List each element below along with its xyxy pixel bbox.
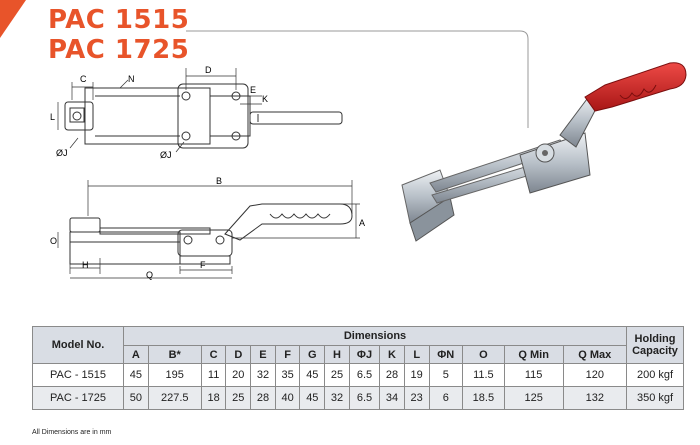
label-A: A — [359, 218, 365, 228]
mount-plate-top — [177, 83, 249, 149]
label-B: B — [216, 176, 222, 186]
value-cell: 35 — [274, 363, 301, 387]
column-header: ΦN — [428, 345, 464, 364]
column-header: ΦJ — [348, 345, 381, 364]
value-cell: 32 — [324, 386, 350, 410]
top-view-drawing: C N D E K L ØJ ØJ — [50, 65, 343, 160]
column-header: K — [379, 345, 405, 364]
value-cell: 32 — [250, 363, 276, 387]
value-cell: 45 — [299, 363, 326, 387]
column-header: Q Min — [503, 345, 564, 364]
handle-side — [224, 203, 353, 241]
column-header: G — [299, 345, 326, 364]
value-cell: 28 — [250, 386, 276, 410]
value-cell: 132 — [562, 386, 628, 410]
column-header: H — [324, 345, 350, 364]
value-cell: 25 — [324, 363, 350, 387]
value-cell: 6 — [428, 386, 464, 410]
value-cell: 25 — [225, 386, 252, 410]
label-L: L — [50, 112, 55, 122]
value-cell: 45 — [299, 386, 326, 410]
value-cell: 50 — [123, 386, 149, 410]
column-header: F — [274, 345, 301, 364]
dimensions-header: Dimensions — [123, 326, 627, 346]
model-cell: PAC - 1515 — [32, 363, 124, 387]
label-OJ-top: ØJ — [56, 148, 68, 158]
callout-line — [186, 30, 529, 128]
product-title-2: PAC 1725 — [48, 35, 190, 65]
value-cell: 45 — [123, 363, 149, 387]
value-cell: 115 — [503, 363, 564, 387]
column-header: O — [462, 345, 505, 364]
capacity-cell: 200 kgf — [626, 363, 684, 387]
label-H: H — [82, 260, 89, 270]
base-plate-top — [64, 101, 94, 131]
value-cell: 6.5 — [348, 386, 381, 410]
value-cell: 195 — [147, 363, 202, 387]
value-cell: 11.5 — [462, 363, 505, 387]
label-O: O — [50, 236, 57, 246]
latch-rod — [99, 227, 211, 235]
column-header: B* — [147, 345, 202, 364]
column-header: E — [250, 345, 276, 364]
column-header: C — [200, 345, 227, 364]
handle-top — [249, 111, 343, 125]
clamp-base — [179, 255, 231, 265]
capacity-cell: 350 kgf — [626, 386, 684, 410]
value-cell: 40 — [274, 386, 301, 410]
value-cell: 11 — [200, 363, 227, 387]
label-N: N — [128, 74, 135, 84]
value-cell: 18.5 — [462, 386, 505, 410]
product-title-1: PAC 1515 — [48, 5, 190, 35]
units-note: All Dimensions are in mm — [32, 429, 112, 436]
column-header: Q Max — [562, 345, 628, 364]
label-OJ-mid: ØJ — [160, 150, 172, 160]
label-C: C — [80, 74, 87, 84]
capacity-header: Holding Capacity — [626, 326, 684, 364]
column-header: A — [123, 345, 149, 364]
label-K: K — [262, 94, 268, 104]
model-cell: PAC - 1725 — [32, 386, 124, 410]
product-photo — [401, 62, 687, 242]
label-D: D — [205, 65, 212, 75]
value-cell: 23 — [403, 386, 430, 410]
value-cell: 28 — [379, 363, 405, 387]
value-cell: 34 — [379, 386, 405, 410]
value-cell: 18 — [200, 386, 227, 410]
column-header: L — [403, 345, 430, 364]
value-cell: 227.5 — [147, 386, 202, 410]
label-E: E — [250, 85, 256, 95]
model-header: Model No. — [32, 326, 124, 364]
value-cell: 5 — [428, 363, 464, 387]
value-cell: 20 — [225, 363, 252, 387]
orange-corner-tab — [0, 0, 26, 38]
value-cell: 120 — [562, 363, 628, 387]
label-F: F — [200, 260, 206, 270]
column-header: D — [225, 345, 252, 364]
hook-block — [69, 217, 101, 233]
hook-base — [69, 231, 181, 265]
side-view-drawing: B A O H F Q — [50, 176, 365, 280]
value-cell: 6.5 — [348, 363, 381, 387]
value-cell: 125 — [503, 386, 564, 410]
label-Q: Q — [146, 270, 153, 280]
value-cell: 19 — [403, 363, 430, 387]
